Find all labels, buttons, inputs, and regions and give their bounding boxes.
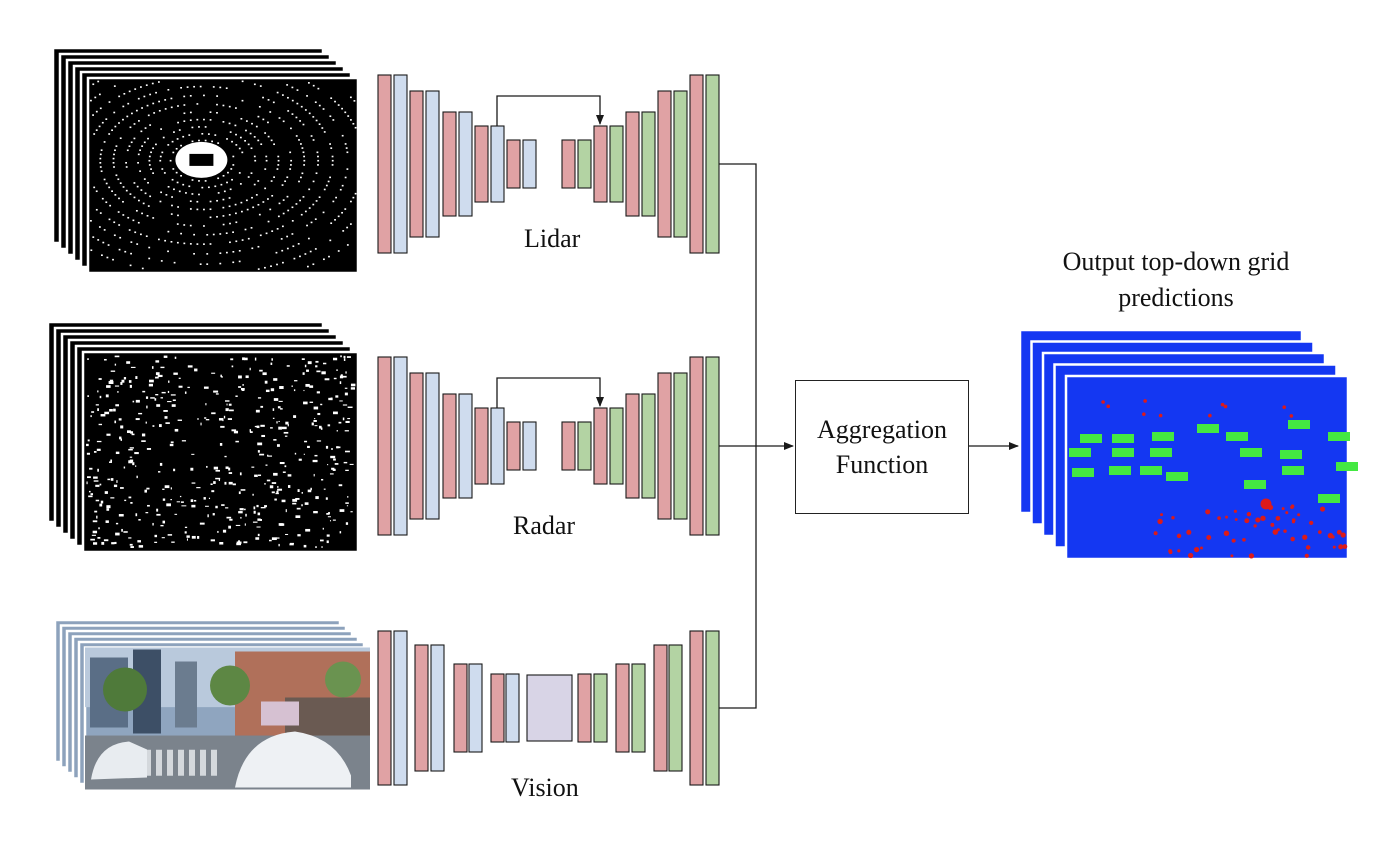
vision-layer-7 (490, 673, 505, 743)
vision-layer-3 (414, 644, 429, 772)
radar-network (377, 356, 720, 536)
vision-input-stack (53, 618, 372, 791)
radar-layer-4 (425, 372, 440, 520)
vision-layer-2 (393, 630, 408, 786)
lidar-layer-19 (689, 74, 704, 254)
radar-label: Radar (513, 511, 576, 540)
radar-layer-19 (689, 356, 704, 536)
lidar-layer-18 (673, 90, 688, 238)
vision-layer-12 (615, 663, 630, 753)
vision-layer-10 (577, 673, 592, 743)
radar-layer-10 (522, 421, 537, 471)
branch-merge-line (719, 163, 757, 709)
lidar-layer-11 (561, 139, 576, 189)
vision-layer-6 (468, 663, 483, 753)
radar-layer-2 (393, 356, 408, 536)
output-input-stack (1018, 328, 1358, 561)
radar-layer-11 (561, 421, 576, 471)
radar-input-stack (46, 320, 360, 554)
lidar-network (377, 74, 720, 254)
lidar-layer-10 (522, 139, 537, 189)
radar-layer-13 (593, 407, 608, 485)
lidar-layer-12 (577, 139, 592, 189)
radar-layer-14 (609, 407, 624, 485)
radar-layer-20 (705, 356, 720, 536)
vision-layer-5 (453, 663, 468, 753)
vision-network (377, 630, 720, 786)
lidar-layer-9 (506, 139, 521, 189)
radar-layer-17 (657, 372, 672, 520)
radar-skip-connection (496, 377, 604, 408)
lidar-skip-connection (496, 95, 604, 126)
lidar-layer-17 (657, 90, 672, 238)
vision-layer-8 (505, 673, 520, 743)
vision-layer-15 (668, 644, 683, 772)
lidar-layer-2 (393, 74, 408, 254)
lidar-label: Lidar (524, 224, 581, 253)
vision-layer-9 (526, 674, 573, 742)
vision-front-frame (83, 646, 372, 791)
radar-layer-18 (673, 372, 688, 520)
radar-layer-12 (577, 421, 592, 471)
radar-layer-8 (490, 407, 505, 485)
radar-layer-5 (442, 393, 457, 499)
output-label: Output top-down grid predictions (1062, 247, 1290, 312)
vision-label: Vision (511, 773, 579, 802)
vision-layer-4 (430, 644, 445, 772)
lidar-layer-6 (458, 111, 473, 217)
output-front-frame (1064, 374, 1358, 561)
vision-layer-17 (705, 630, 720, 786)
lidar-layer-5 (442, 111, 457, 217)
lidar-layer-1 (377, 74, 392, 254)
lidar-layer-15 (625, 111, 640, 217)
lidar-layer-8 (490, 125, 505, 203)
radar-layer-3 (409, 372, 424, 520)
radar-front-frame (81, 350, 360, 554)
vision-layer-14 (653, 644, 668, 772)
radar-layer-9 (506, 421, 521, 471)
lidar-front-frame (86, 76, 360, 275)
radar-layer-1 (377, 356, 392, 536)
radar-layer-15 (625, 393, 640, 499)
lidar-layer-16 (641, 111, 656, 217)
vision-layer-16 (689, 630, 704, 786)
radar-layer-16 (641, 393, 656, 499)
lidar-layer-14 (609, 125, 624, 203)
aggregation-label-line2: Function (835, 450, 929, 479)
lidar-input-stack (51, 46, 360, 275)
vision-layer-11 (593, 673, 608, 743)
lidar-layer-20 (705, 74, 720, 254)
aggregation-label-line1: Aggregation (817, 415, 947, 444)
lidar-layer-7 (474, 125, 489, 203)
vision-layer-13 (631, 663, 646, 753)
lidar-layer-4 (425, 90, 440, 238)
vision-layer-1 (377, 630, 392, 786)
radar-layer-6 (458, 393, 473, 499)
lidar-layer-13 (593, 125, 608, 203)
aggregation-function-box: Aggregation Function (795, 380, 969, 514)
lidar-layer-3 (409, 90, 424, 238)
radar-layer-7 (474, 407, 489, 485)
